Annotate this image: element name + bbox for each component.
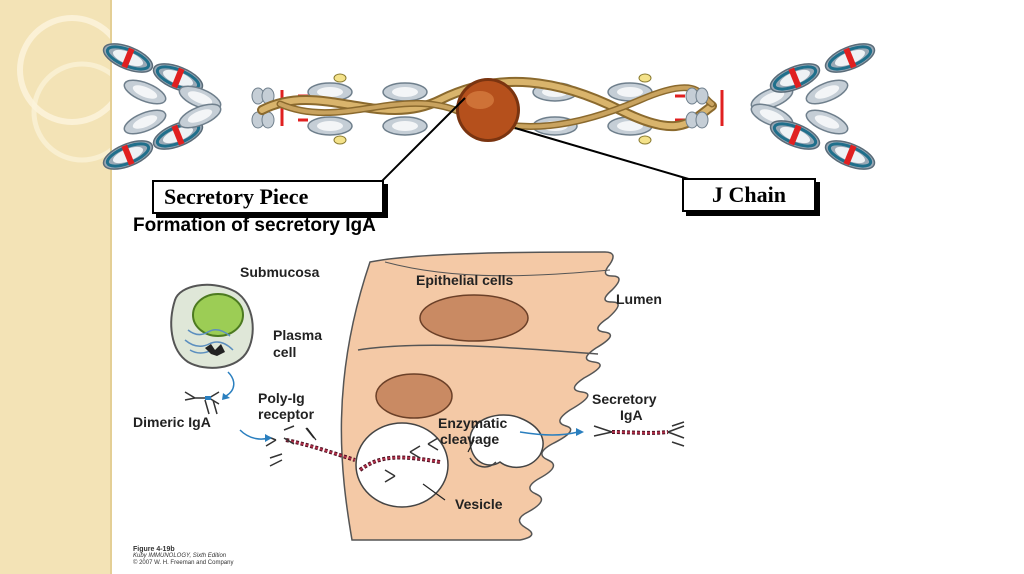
secretory-iga-molecule bbox=[593, 421, 685, 447]
decorative-side-panel bbox=[0, 0, 110, 574]
iga-monomer-right bbox=[685, 36, 880, 177]
plasma-cell bbox=[170, 283, 254, 369]
caption-source: Kuby IMMUNOLOGY, Sixth Edition bbox=[133, 553, 227, 559]
cleavage-pocket bbox=[469, 414, 544, 469]
secretory-piece-label: Secretory Piece bbox=[152, 180, 384, 214]
j-chain-pointer bbox=[514, 127, 693, 181]
poly-ig-label-line1: Poly-Ig bbox=[258, 390, 305, 406]
enzymatic-cleavage-label-line2: cleavage bbox=[440, 431, 500, 447]
j-chain-label: J Chain bbox=[682, 178, 816, 212]
lumen-label: Lumen bbox=[616, 291, 662, 307]
decorative-rings bbox=[17, 15, 110, 163]
formation-diagram bbox=[170, 251, 685, 541]
secretory-iga-label-line2: IgA bbox=[620, 407, 643, 423]
dimeric-iga-label: Dimeric IgA bbox=[133, 414, 211, 430]
secretory-iga-label-line1: Secretory bbox=[592, 391, 657, 407]
enzymatic-cleavage-label-line1: Enzymatic bbox=[438, 415, 508, 431]
submucosa-label: Submucosa bbox=[240, 264, 320, 280]
poly-ig-label-line2: receptor bbox=[258, 406, 315, 422]
dimeric-iga-molecule bbox=[184, 391, 220, 415]
caption-figure-number: Figure 4-19b bbox=[133, 546, 175, 553]
secretion-arrow bbox=[225, 371, 235, 397]
iga-monomer-left bbox=[98, 36, 284, 177]
figure-title: Formation of secretory IgA bbox=[133, 215, 376, 236]
plasma-cell-label-line1: Plasma bbox=[273, 327, 323, 343]
secretory-piece-pointer bbox=[377, 97, 466, 186]
vesicle-label: Vesicle bbox=[455, 496, 503, 512]
side-panel-border bbox=[110, 0, 112, 574]
plasma-cell-nucleus bbox=[192, 293, 244, 337]
j-chain bbox=[456, 78, 520, 142]
epithelial-cells-label: Epithelial cells bbox=[416, 272, 514, 288]
secretory-piece-ribbon bbox=[257, 76, 717, 132]
epithelial-nucleus bbox=[375, 373, 453, 419]
figure-caption: Figure 4-19b Kuby IMMUNOLOGY, Sixth Edit… bbox=[133, 546, 233, 567]
epithelial-nucleus bbox=[419, 294, 529, 342]
plasma-cell-label-line2: cell bbox=[273, 344, 297, 360]
caption-copyright: © 2007 W. H. Freeman and Company bbox=[133, 560, 234, 566]
